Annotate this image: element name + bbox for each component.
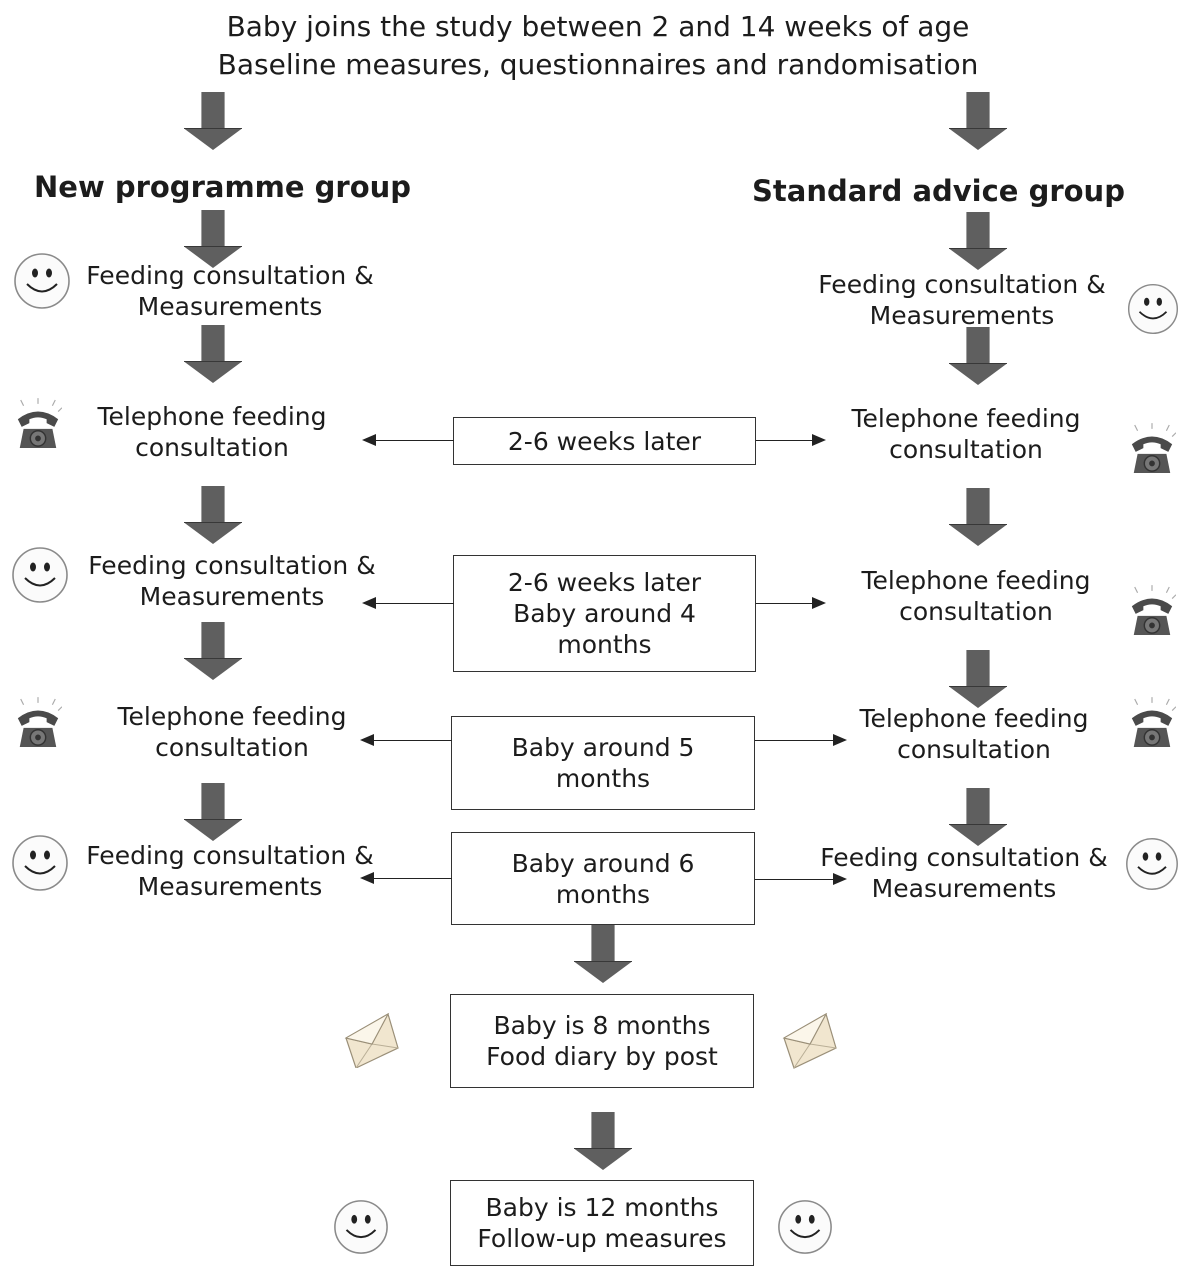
timing-box-4-line2: months [555,879,651,909]
left-step-5-line1: Feeding consultation & [86,841,374,870]
timing-box-2-line2: Baby around 4 [513,599,696,628]
telephone-icon [1128,585,1176,639]
smiley-icon [1126,282,1180,336]
arrow-line-row2-right [756,603,812,604]
left-step-2-line2: consultation [135,433,289,462]
arrow-line-row2-left [374,603,454,604]
left-step-3: Feeding consultation & Measurements [82,550,382,612]
right-step-3: Telephone feeding consultation [826,565,1126,627]
arrowhead-row3-left [360,734,374,746]
arrowhead-row2-left [362,597,376,609]
right-step-2-line2: consultation [889,435,1043,464]
right-step-4-line2: consultation [897,735,1051,764]
right-step-1: Feeding consultation & Measurements [812,269,1112,331]
group-heading-left: New programme group [34,170,412,204]
left-step-3-line2: Measurements [139,582,325,611]
block-arrow-left-6 [178,783,248,841]
timing-box-3-line2: months [555,764,651,793]
telephone-icon [1128,697,1176,751]
block-arrow-right-4 [943,488,1013,546]
timing-box-3: Baby around 5 months [451,716,755,810]
header-line-2: Baseline measures, questionnaires and ra… [217,48,979,81]
left-step-4-line2: consultation [155,733,309,762]
block-arrow-right-2 [943,212,1013,270]
arrowhead-row4-right [833,873,847,885]
timing-box-1-line1: 2-6 weeks later [507,426,702,456]
block-arrow-left-3 [178,325,248,383]
right-step-5-line2: Measurements [871,874,1057,903]
envelope-icon [342,1008,402,1068]
block-arrow-center-2 [568,1112,638,1170]
timing-box-2: 2-6 weeks later Baby around 4 months [453,555,756,672]
arrow-line-row1-right [756,440,812,441]
timing-box-2-line1: 2-6 weeks later [507,568,702,597]
block-arrow-left-5 [178,622,248,680]
right-step-3-line1: Telephone feeding [861,566,1091,595]
arrow-line-row1-left [374,440,454,441]
arrow-line-row3-right [755,740,833,741]
left-step-5: Feeding consultation & Measurements [80,840,380,902]
right-step-1-line1: Feeding consultation & [818,270,1106,299]
telephone-icon [14,697,62,751]
arrowhead-row4-left [360,872,374,884]
timing-box-2-line3: months [557,630,652,659]
smiley-icon [10,833,70,893]
header-line-1: Baby joins the study between 2 and 14 we… [226,10,970,43]
block-arrow-right-6 [943,788,1013,846]
arrow-line-row4-right [755,879,833,880]
final-box-8-months: Baby is 8 months Food diary by post [450,994,754,1088]
block-arrow-left-1 [178,92,248,150]
envelope-icon [780,1006,840,1070]
right-step-3-line2: consultation [899,597,1053,626]
left-step-3-line1: Feeding consultation & [88,551,376,580]
timing-box-4: Baby around 6 months [451,832,755,925]
left-step-2: Telephone feeding consultation [62,401,362,463]
arrowhead-row1-right [812,434,826,446]
arrow-line-row3-left [372,740,452,741]
smiley-icon [332,1198,390,1256]
final-box-12-months-line1: Baby is 12 months [485,1193,719,1222]
block-arrow-left-4 [178,486,248,544]
final-box-12-months: Baby is 12 months Follow-up measures [450,1180,754,1266]
block-arrow-center-1 [568,925,638,983]
final-box-8-months-line1: Baby is 8 months [493,1011,711,1040]
smiley-icon [776,1198,834,1256]
left-step-1-line1: Feeding consultation & [86,261,374,290]
left-step-4-line1: Telephone feeding [117,702,347,731]
telephone-icon [1128,423,1176,477]
timing-box-1: 2-6 weeks later [453,417,756,465]
final-box-8-months-line2: Food diary by post [486,1042,718,1071]
arrowhead-row3-right [833,734,847,746]
right-step-2-line1: Telephone feeding [851,404,1081,433]
block-arrow-right-3 [943,327,1013,385]
final-box-12-months-line2: Follow-up measures [477,1224,727,1253]
right-step-1-line2: Measurements [869,301,1055,330]
right-step-4: Telephone feeding consultation [824,703,1124,765]
arrow-line-row4-left [372,878,452,879]
timing-box-3-line1: Baby around 5 [511,733,695,762]
arrowhead-row2-right [812,597,826,609]
left-step-4: Telephone feeding consultation [82,701,382,763]
left-step-5-line2: Measurements [137,872,323,901]
arrowhead-row1-left [362,434,376,446]
smiley-icon [1124,836,1180,892]
left-step-2-line1: Telephone feeding [97,402,327,431]
right-step-5-line1: Feeding consultation & [820,843,1108,872]
timing-box-4-line1: Baby around 6 [511,848,695,878]
smiley-icon [12,251,72,311]
right-step-5: Feeding consultation & Measurements [814,842,1114,904]
block-arrow-right-5 [943,650,1013,708]
smiley-icon [10,545,70,605]
block-arrow-right-1 [943,92,1013,150]
left-step-1-line2: Measurements [137,292,323,321]
right-step-2: Telephone feeding consultation [816,403,1116,465]
group-heading-right: Standard advice group [752,174,1125,208]
left-step-1: Feeding consultation & Measurements [80,260,380,322]
telephone-icon [14,398,62,452]
right-step-4-line1: Telephone feeding [859,704,1089,733]
